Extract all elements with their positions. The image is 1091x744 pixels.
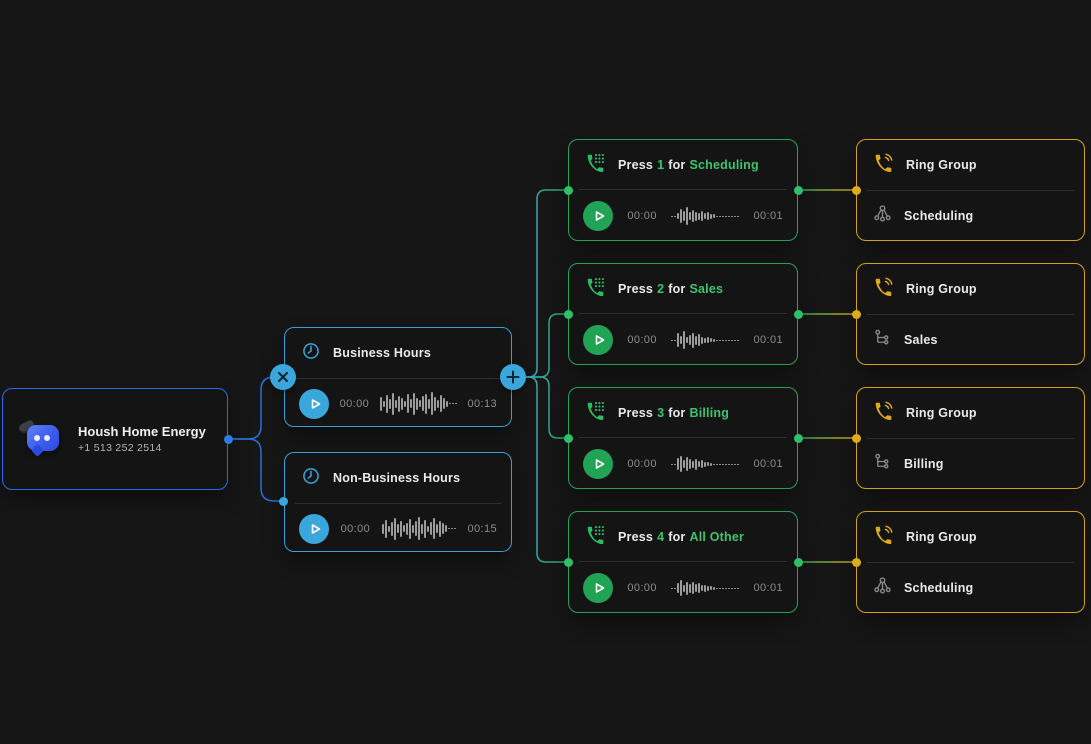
divider bbox=[579, 313, 787, 314]
ring-group-target: Sales bbox=[904, 333, 938, 347]
audio-waveform[interactable] bbox=[671, 575, 740, 601]
audio-waveform[interactable] bbox=[379, 391, 457, 417]
phone-app-icon bbox=[17, 418, 61, 456]
connector-dot-ring1-in[interactable] bbox=[852, 186, 861, 195]
ringing-phone-icon bbox=[873, 524, 894, 550]
divider bbox=[579, 189, 787, 190]
connector-dot-menu2-in[interactable] bbox=[564, 310, 573, 319]
connector-dot-ring2-in[interactable] bbox=[852, 310, 861, 319]
time-elapsed: 00:00 bbox=[627, 458, 657, 470]
time-elapsed: 00:00 bbox=[627, 582, 657, 594]
connector-dot-root-out[interactable] bbox=[224, 435, 233, 444]
members-icon bbox=[873, 204, 892, 228]
node-non-business-hours[interactable]: Non-Business Hours 00:00 00:15 bbox=[284, 452, 512, 552]
dialpad-phone-icon bbox=[585, 400, 606, 426]
node-ring-group-sales[interactable]: Ring Group Sales bbox=[856, 263, 1085, 365]
node-business-hours[interactable]: Business Hours 00:00 00:13 bbox=[284, 327, 512, 427]
ringing-phone-icon bbox=[873, 276, 894, 302]
ringing-phone-icon bbox=[873, 400, 894, 426]
connector-dot-menu4-out[interactable] bbox=[794, 558, 803, 567]
connector-dot-menu3-out[interactable] bbox=[794, 434, 803, 443]
node-title: Business Hours bbox=[333, 346, 431, 360]
node-title: Ring Group bbox=[906, 530, 977, 544]
connector-dot-menu4-in[interactable] bbox=[564, 558, 573, 567]
audio-waveform[interactable] bbox=[671, 451, 740, 477]
connector-dot-menu3-in[interactable] bbox=[564, 434, 573, 443]
time-total: 00:01 bbox=[753, 582, 783, 594]
divider bbox=[579, 561, 787, 562]
divider bbox=[867, 562, 1074, 563]
audio-waveform[interactable] bbox=[381, 516, 456, 542]
time-total: 00:13 bbox=[467, 397, 497, 410]
node-title: Ring Group bbox=[906, 406, 977, 420]
connector-dot-nonbusiness-in[interactable] bbox=[279, 497, 288, 506]
clock-icon bbox=[301, 341, 321, 366]
ring-group-target: Scheduling bbox=[904, 209, 974, 223]
divider bbox=[867, 438, 1074, 439]
node-ring-group-scheduling-2[interactable]: Ring Group Scheduling bbox=[856, 511, 1085, 613]
divider bbox=[295, 378, 501, 379]
node-ring-group-scheduling-1[interactable]: Ring Group Scheduling bbox=[856, 139, 1085, 241]
node-phone-number[interactable]: Housh Home Energy +1 513 252 2514 bbox=[2, 388, 228, 490]
close-icon bbox=[278, 372, 288, 382]
disconnect-button[interactable] bbox=[270, 364, 296, 390]
divider bbox=[579, 437, 787, 438]
audio-waveform[interactable] bbox=[671, 203, 740, 229]
connector-dot-ring4-in[interactable] bbox=[852, 558, 861, 567]
dialpad-phone-icon bbox=[585, 524, 606, 550]
members-icon bbox=[873, 576, 892, 600]
play-button[interactable] bbox=[583, 449, 613, 479]
time-elapsed: 00:00 bbox=[340, 522, 371, 535]
divider bbox=[867, 190, 1074, 191]
connector-dot-menu1-in[interactable] bbox=[564, 186, 573, 195]
audio-waveform[interactable] bbox=[671, 327, 740, 353]
tree-icon bbox=[873, 328, 892, 352]
time-total: 00:01 bbox=[753, 458, 783, 470]
time-elapsed: 00:00 bbox=[627, 334, 657, 346]
dialpad-phone-icon bbox=[585, 152, 606, 178]
play-button[interactable] bbox=[299, 513, 329, 544]
play-button[interactable] bbox=[583, 573, 613, 603]
plus-icon bbox=[506, 370, 520, 384]
divider bbox=[295, 503, 501, 504]
node-title: Ring Group bbox=[906, 282, 977, 296]
tree-icon bbox=[873, 452, 892, 476]
connector-dot-menu2-out[interactable] bbox=[794, 310, 803, 319]
time-total: 00:01 bbox=[753, 334, 783, 346]
dialpad-phone-icon bbox=[585, 276, 606, 302]
add-branch-button[interactable] bbox=[500, 364, 526, 390]
node-title: Ring Group bbox=[906, 158, 977, 172]
time-elapsed: 00:00 bbox=[627, 210, 657, 222]
play-button[interactable] bbox=[583, 201, 613, 231]
time-total: 00:15 bbox=[467, 522, 497, 535]
time-total: 00:01 bbox=[753, 210, 783, 222]
time-elapsed: 00:00 bbox=[339, 397, 370, 410]
play-button[interactable] bbox=[299, 388, 329, 419]
node-title: Non-Business Hours bbox=[333, 471, 461, 485]
phone-number-title: Housh Home Energy bbox=[78, 424, 206, 439]
ring-group-target: Scheduling bbox=[904, 581, 974, 595]
phone-number-value: +1 513 252 2514 bbox=[78, 442, 162, 454]
connector-dot-menu1-out[interactable] bbox=[794, 186, 803, 195]
connector-dot-ring3-in[interactable] bbox=[852, 434, 861, 443]
clock-icon bbox=[301, 466, 321, 491]
ringing-phone-icon bbox=[873, 152, 894, 178]
node-ring-group-billing[interactable]: Ring Group Billing bbox=[856, 387, 1085, 489]
play-button[interactable] bbox=[583, 325, 613, 355]
ring-group-target: Billing bbox=[904, 457, 944, 471]
divider bbox=[867, 314, 1074, 315]
